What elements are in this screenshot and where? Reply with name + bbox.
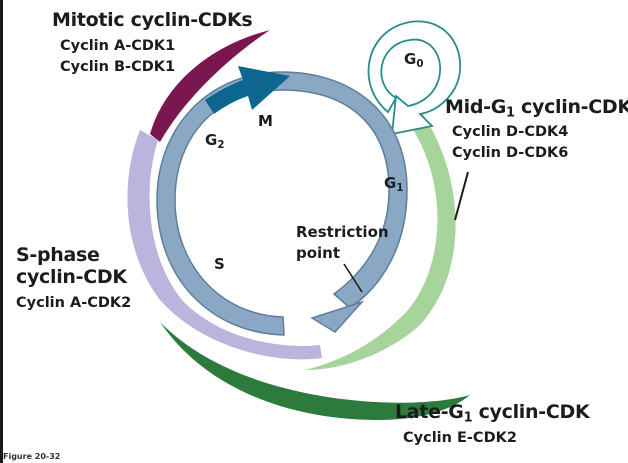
- m-phase-arrow: [205, 66, 290, 114]
- s-phase-heading-line1: S-phase: [16, 244, 100, 266]
- g2-label: G2: [205, 131, 225, 151]
- restriction-point-line1: Restriction: [296, 223, 389, 241]
- cell-cycle-ring: [156, 71, 408, 336]
- mid-g1-cyclin-crescent: [305, 110, 456, 370]
- g1-label: G1: [384, 174, 404, 194]
- late-g1-heading: Late-G1 cyclin-CDK: [395, 401, 590, 426]
- s-phase-heading-line2: cyclin-CDK: [16, 266, 127, 288]
- mitotic-cyclin-crescent: [150, 30, 270, 142]
- restriction-arrowhead: [310, 300, 365, 333]
- left-border: [0, 0, 3, 463]
- s-label: S: [214, 255, 225, 273]
- mid-g1-heading: Mid-G1 cyclin-CDKs: [445, 96, 628, 121]
- g0-loop-arrow: [367, 20, 462, 136]
- s-phase-line1: Cyclin A-CDK2: [16, 295, 132, 311]
- late-g1-line1: Cyclin E-CDK2: [403, 430, 517, 446]
- restriction-point-line2: point: [296, 244, 341, 262]
- late-g1-cyclin-crescent: [160, 322, 470, 420]
- mitotic-heading: Mitotic cyclin-CDKs: [52, 9, 253, 31]
- figure-label: Figure 20-32: [3, 452, 61, 461]
- mid-g1-pointer-line: [454, 171, 469, 221]
- mitotic-line2: Cyclin B-CDK1: [60, 59, 176, 75]
- restriction-pointer-line: [343, 263, 363, 293]
- mitotic-line1: Cyclin A-CDK1: [60, 38, 176, 54]
- m-label: M: [258, 112, 273, 130]
- mid-g1-line2: Cyclin D-CDK6: [452, 145, 569, 161]
- mid-g1-line1: Cyclin D-CDK4: [452, 124, 569, 140]
- g0-label: G0: [404, 50, 424, 70]
- s-phase-cyclin-crescent: [127, 130, 322, 360]
